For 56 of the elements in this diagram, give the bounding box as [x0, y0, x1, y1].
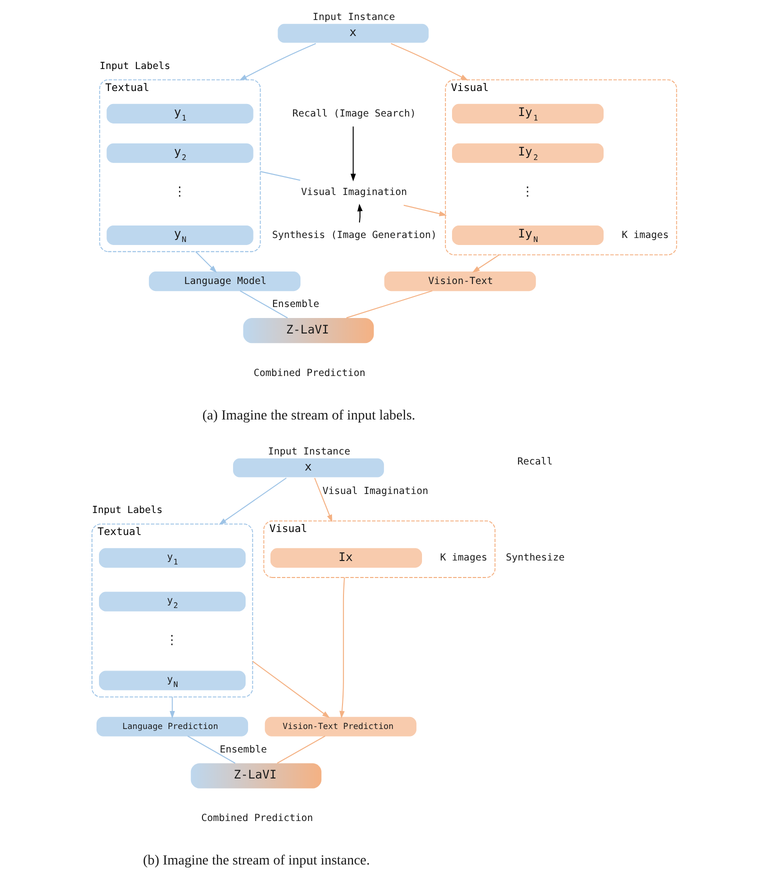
node-text: Synthesis (Image Generation) — [272, 230, 436, 241]
node-label: K images — [440, 552, 487, 564]
arrow — [338, 577, 344, 718]
edge-label: Visual Imagination — [322, 486, 428, 498]
node-box: Vision-Text Prediction — [264, 716, 416, 736]
node-box: Vision-Text — [384, 272, 536, 292]
node-box: y$_{1}$ — [98, 548, 246, 568]
label: ⋮ — [172, 184, 186, 199]
arrow — [252, 660, 330, 718]
connector — [276, 736, 326, 764]
node-box: y$_{N}$ — [98, 670, 246, 690]
node-box: Iy$_{1}$ — [452, 104, 604, 124]
node-box: Language Model — [148, 272, 300, 292]
arrow — [390, 43, 468, 80]
node-text: Visual Imagination — [300, 187, 407, 198]
node-box: Iy$_{2}$ — [452, 143, 604, 163]
arrow — [218, 478, 286, 525]
node-label: Input Instance — [312, 12, 395, 23]
arrow — [194, 251, 216, 273]
label: Recall — [516, 456, 552, 468]
label: ⋮ — [165, 632, 178, 648]
node-box: y$_{N}$ — [106, 225, 253, 245]
arrow — [314, 478, 332, 522]
connector — [259, 171, 300, 181]
node-box: Language Prediction — [96, 716, 248, 736]
node-box: y$_{1}$ — [106, 104, 253, 124]
node-box: x — [232, 458, 384, 478]
node-box: y$_{2}$ — [106, 143, 253, 163]
node-text: Recall (Image Search) — [292, 108, 416, 120]
arrow — [238, 43, 316, 80]
node-label: K images — [621, 230, 668, 241]
node-box: Iy$_{N}$ — [452, 225, 604, 245]
label: ⋮ — [520, 184, 534, 199]
edge-label: Ensemble — [272, 298, 319, 310]
arrow — [350, 126, 356, 182]
connector — [239, 290, 288, 318]
arrow — [402, 204, 446, 216]
node-label: Input Instance — [267, 446, 350, 458]
node-box: x — [277, 24, 428, 43]
node-box: Z-LaVI — [190, 763, 321, 788]
node-box: Z-LaVI — [242, 318, 374, 344]
connector — [186, 736, 236, 764]
arrow — [356, 204, 362, 223]
label: (b) Imagine the stream of input instance. — [142, 854, 370, 869]
label: Synthesize — [505, 552, 564, 564]
edge-label: Ensemble — [219, 744, 266, 756]
arrow — [169, 696, 174, 719]
node-label: Combined Prediction — [200, 813, 313, 824]
node-box: y$_{2}$ — [98, 592, 246, 612]
node-label: Input Labels — [91, 505, 162, 516]
arrow — [472, 254, 500, 273]
node-box: Ix — [270, 548, 422, 568]
connector — [345, 290, 432, 318]
node-label: Input Labels — [99, 60, 170, 72]
label: (a) Imagine the stream of input labels. — [202, 408, 415, 424]
node-label: Combined Prediction — [253, 368, 365, 379]
